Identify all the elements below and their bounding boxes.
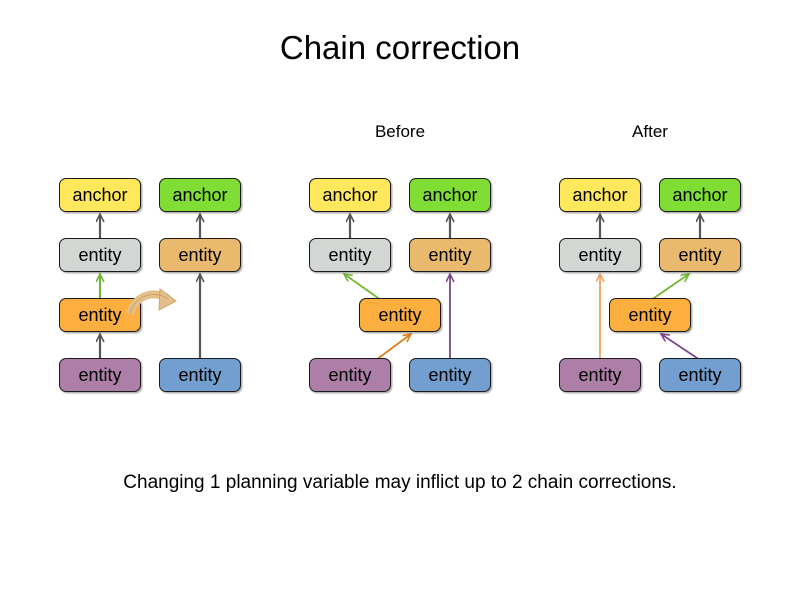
node-label: entity (78, 245, 122, 265)
node-label: entity (78, 305, 122, 325)
node-label: entity (578, 245, 622, 265)
node-anchor[interactable]: anchor (59, 178, 141, 212)
node-anchor[interactable]: anchor (159, 178, 241, 212)
node-entity[interactable]: entity (309, 358, 391, 392)
panel-after-links (600, 214, 701, 361)
node-entity[interactable]: entity (59, 238, 141, 272)
node-entity[interactable]: entity (659, 238, 741, 272)
node-label: entity (328, 365, 372, 385)
node-label: entity (428, 365, 472, 385)
node-entity[interactable]: entity (659, 358, 741, 392)
node-label: anchor (172, 185, 228, 205)
node-label: entity (378, 305, 422, 325)
node-label: entity (578, 365, 622, 385)
link-entity-to-entity-highlight (375, 334, 411, 361)
node-entity[interactable]: entity (409, 238, 491, 272)
node-entity[interactable]: entity (159, 238, 241, 272)
curved-move-arrow (126, 288, 177, 316)
page-title: Chain correction (279, 29, 521, 66)
node-anchor[interactable]: anchor (309, 178, 391, 212)
node-label: anchor (672, 185, 728, 205)
node-entity-moving[interactable]: entity (359, 298, 441, 332)
link-entity-to-entity-highlight (661, 334, 701, 361)
node-label: entity (78, 365, 122, 385)
node-label: entity (628, 305, 672, 325)
panel-before-links (344, 214, 450, 361)
panel-label-after: After (632, 122, 668, 141)
node-label: anchor (72, 185, 128, 205)
panel-initial-links (100, 214, 200, 358)
slide-caption: Changing 1 planning variable may inflict… (123, 472, 677, 493)
node-anchor[interactable]: anchor (659, 178, 741, 212)
node-entity[interactable]: entity (559, 238, 641, 272)
link-entity-to-entity-highlight (650, 274, 689, 301)
node-entity[interactable]: entity (409, 358, 491, 392)
node-entity[interactable]: entity (559, 358, 641, 392)
node-label: entity (678, 245, 722, 265)
node-entity[interactable]: entity (59, 358, 141, 392)
link-entity-to-entity-highlight (344, 274, 382, 301)
node-label: entity (178, 245, 222, 265)
node-anchor[interactable]: anchor (409, 178, 491, 212)
node-anchor[interactable]: anchor (559, 178, 641, 212)
panel-label-before: Before (374, 122, 426, 141)
node-entity[interactable]: entity (159, 358, 241, 392)
node-entity[interactable]: entity (309, 238, 391, 272)
node-label: anchor (322, 185, 378, 205)
node-entity-moving[interactable]: entity (59, 298, 141, 332)
node-label: entity (678, 365, 722, 385)
node-label: anchor (422, 185, 478, 205)
node-label: entity (178, 365, 222, 385)
node-entity-moving[interactable]: entity (609, 298, 691, 332)
node-label: anchor (572, 185, 628, 205)
node-label: entity (428, 245, 472, 265)
node-label: entity (328, 245, 372, 265)
